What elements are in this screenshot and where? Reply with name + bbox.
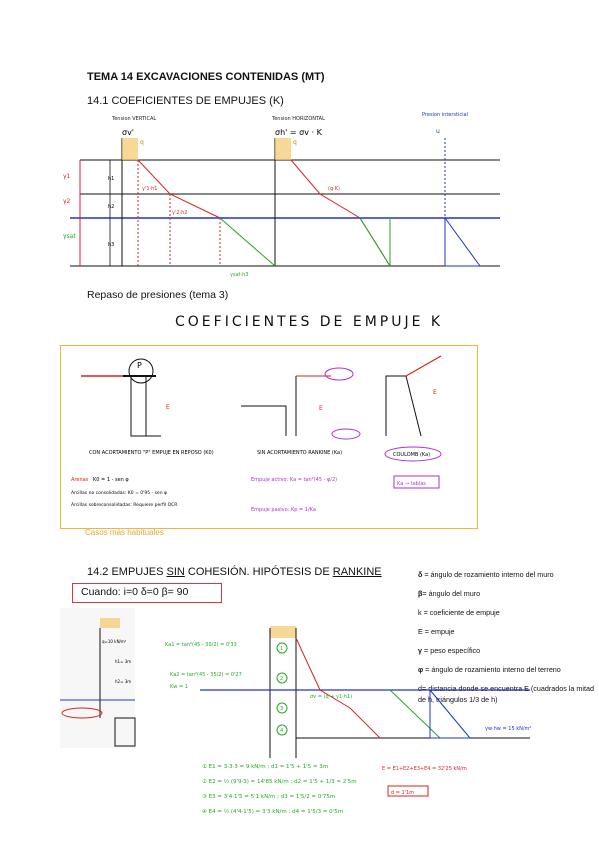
svg-text:2: 2 [280,676,283,682]
section2-rankine: RANKINE [332,566,382,578]
section-heading-1: 14.1 COEFICIENTES DE EMPUJES (K) [87,95,284,107]
kq-label: (q·K) [328,186,340,192]
section2-sin: SIN [166,566,185,578]
legend-gamma: γ = peso específico [418,646,481,655]
handwritten-title: COEFICIENTES DE EMPUJE K [175,314,443,330]
E-label-1: E [166,404,170,411]
page-title: TEMA 14 EXCAVACIONES CONTENIDAS (MT) [87,71,325,83]
svg-text:h1: h1 [108,176,114,182]
ex-ka1: Ka1 = tan²(45 - 30/2) = 0'33 [165,642,237,648]
label-horizontal: Tension HORIZONTAL [271,116,325,122]
P-label: P [137,361,142,370]
case3-note: COULOMB (Ka) [393,452,430,458]
case1-formula0: Arenas [71,477,89,483]
legend-phi: φ = ángulo de rozamiento interno del ter… [418,665,561,674]
cases-box: P E CON ACORTAMIENTO "P" EMPUJE EN REPOS… [60,345,478,529]
ex-E4: ④ E4 = ½ (4'4·1'5) = 3'3 kN/m ; d4 = 1'5… [202,808,343,815]
gsat-label: γsat·h3 [230,272,249,278]
worked-example: q=10 kN/m² h1= 3m h2= 3m Ka1 = tan²(45 -… [60,608,531,815]
handwritten-title-text: COEFICIENTES DE EMPUJE K [175,314,443,330]
case1-note: CON ACORTAMIENTO "P" EMPUJE EN REPOSO (K… [89,450,214,456]
E-label-2: E [319,405,323,412]
section2-middle: COHESIÓN. HIPÓTESIS DE [184,566,333,578]
case3-formula: Ka → tablas [397,481,426,487]
svg-text:h2: h2 [108,204,114,210]
section-heading-2: 14.2 EMPUJES SIN COHESIÓN. HIPÓTESIS DE … [87,566,382,578]
case2-note: SIN ACORTAMIENTO RANKINE (Ka) [257,450,342,456]
sigma-h: σh' = σv · K [275,128,323,137]
pressure-diagram: Tension VERTICAL Tension HORIZONTAL Pres… [63,112,500,278]
case1-formula1: K0 = 1 - sen φ [93,477,129,483]
svg-text:γ1: γ1 [63,173,71,180]
legend-k: k = coeficiente de empuje [418,608,500,617]
ex-dtot: d = 1'1m [391,790,414,796]
ex-E1: ① E1 = 3·3·3 = 9 kN/m ; d1 = 1'5 + 1'5 =… [202,764,328,770]
q-left: q [140,139,144,146]
caption: Casos más habituales [85,528,164,537]
ex-h2: h2= 3m [115,679,131,684]
g2h2-label: γ'2·h2 [172,210,187,216]
case1-formula3: Arcillas sobreconsolidadas: Requiere per… [71,502,177,508]
svg-text:h3: h3 [108,242,114,248]
ex-h1: h1= 3m [115,659,131,664]
sigma-v: σv' [122,128,134,137]
svg-text:4: 4 [280,728,283,734]
ex-water: γw·hw = 15 kN/m² [485,726,531,732]
case2-passive: Empuje pasivo: Kp = 1/Ka [251,507,316,513]
g1h1-label: γ'1·h1 [142,186,157,192]
E-label-3: E [433,389,437,396]
label-water: Presion intersticial [422,112,468,118]
condition-box: Cuando: i=0 δ=0 β= 90 [72,583,222,603]
label-vertical: Tension VERTICAL [111,116,156,122]
case1-formula2: Arcillas no consolidadas: K0 = 0'95 - se… [71,490,167,496]
q-right: q [293,139,297,146]
svg-text:γsat: γsat [63,233,76,240]
ex-Etot: E = E1+E2+E3+E4 = 32'25 kN/m [382,766,467,772]
legend-delta: δ = ángulo de rozamiento interno del mur… [418,570,554,579]
svg-text:γ2: γ2 [63,198,71,205]
svg-text:3: 3 [280,706,283,712]
legend-E: E = empuje [418,627,455,636]
ex-sigma: σv = (q + γ1·h1) [310,694,352,700]
subheading: Repaso de presiones (tema 3) [87,289,229,301]
section2-prefix: 14.2 EMPUJES [87,566,167,578]
ex-ka2: Ka2 = tan²(45 - 35/2) = 0'27 [170,672,242,678]
legend-beta: β= ángulo del muro [418,589,481,598]
cases-diagram: P E CON ACORTAMIENTO "P" EMPUJE EN REPOS… [71,355,442,513]
case2-active: Empuje activo: Ka = tan²(45 - φ/2) [251,477,337,483]
symbol-legend: δ = ángulo de rozamiento interno del mur… [418,569,598,713]
ex-kw: Kw = 1 [170,684,188,690]
legend-d: d= distancia donde se encuentra E (cuadr… [418,684,595,704]
ex-q: q=10 kN/m² [102,639,127,644]
u-label: u [436,128,440,135]
ex-E2: ② E2 = ½ (9'9·3) = 14'85 kN/m ; d2 = 1'5… [202,778,357,785]
svg-text:1: 1 [280,646,283,652]
ex-E3: ③ E3 = 3'4·1'5 = 5'1 kN/m ; d3 = 1'5/2 =… [202,794,335,800]
